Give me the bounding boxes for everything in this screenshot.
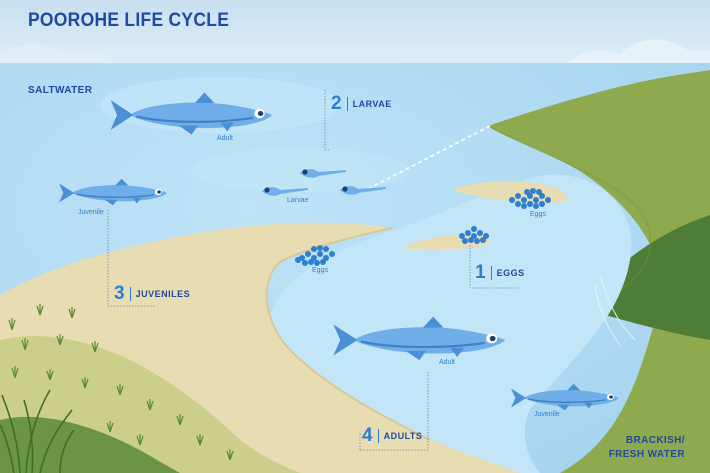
cloud: [560, 39, 710, 70]
caption-juvenile-river: Juvenile: [534, 411, 560, 418]
stage-number: 4: [362, 425, 373, 446]
stage-number: 1: [475, 262, 486, 283]
sandbar: [452, 181, 568, 203]
zone-label-brackish: BRACKISH/ FRESH WATER: [609, 434, 685, 462]
caption-larvae: Larvae: [287, 197, 309, 204]
cloud: [0, 44, 115, 65]
zone-label-brackish-line2: FRESH WATER: [608, 449, 685, 460]
stage-eggs: 1 EGGS: [475, 262, 525, 284]
caption-juvenile-sea: Juvenile: [78, 209, 104, 216]
divider: [346, 97, 348, 111]
page-title: POOROHE LIFE CYCLE: [28, 10, 230, 31]
hill-contour: [487, 125, 651, 291]
stage-larvae: 2 LARVAE: [331, 93, 392, 115]
grass-dark: [0, 416, 180, 473]
shore-edge: [265, 227, 431, 441]
eggs-cluster-left: [295, 245, 335, 266]
tall-grass: [0, 389, 75, 473]
caption-eggs-right: Eggs: [530, 211, 546, 218]
zone-label-brackish-line1: BRACKISH/: [625, 435, 685, 446]
stage-adults: 4 ADULTS: [362, 425, 422, 447]
zone-label-saltwater: SALTWATER: [28, 85, 93, 96]
stage-label: LARVAE: [352, 99, 392, 109]
river-ripple: [594, 284, 621, 346]
stage-label: EGGS: [496, 268, 525, 278]
sandbar: [402, 234, 490, 251]
stage-juveniles: 3 JUVENILES: [114, 283, 190, 305]
caption-adult-river: Adult: [439, 359, 455, 366]
eggs-cluster-right: [509, 188, 551, 209]
grass-tufts: [8, 304, 234, 461]
right-hill: [488, 70, 710, 473]
river: [268, 174, 632, 473]
stage-label: JUVENILES: [135, 289, 191, 299]
stage-label: ADULTS: [383, 431, 423, 441]
stage-number: 3: [114, 283, 125, 304]
stage-number: 2: [331, 93, 342, 114]
divider: [377, 429, 379, 443]
salinity-boundary: [361, 125, 491, 193]
divider: [490, 266, 492, 280]
caption-eggs-left: Eggs: [312, 267, 328, 274]
eggs-cluster-middle: [459, 226, 489, 244]
divider: [129, 287, 131, 301]
leader-lines: [107, 90, 518, 451]
caption-adult-sea: Adult: [217, 135, 233, 142]
dark-hill: [605, 215, 710, 340]
river-ripple: [599, 274, 636, 341]
water-highlight: [190, 148, 410, 192]
